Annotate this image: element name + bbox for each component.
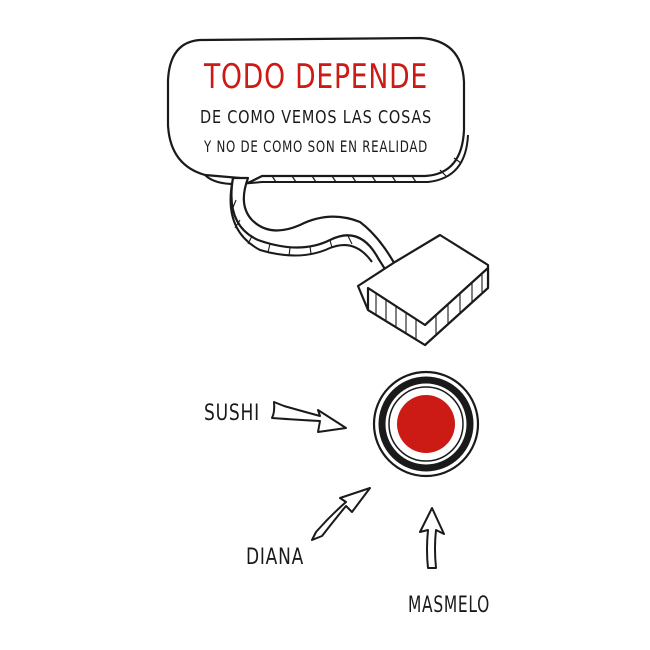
bubble-line-2: Y NO DE COMO SON EN REALIDAD: [203, 137, 428, 156]
label-diana: DIANA: [246, 545, 304, 570]
sushi-arrow: [271, 401, 347, 433]
masmelo-arrow: [419, 507, 445, 569]
bubble-headline: TODO DEPENDE: [203, 57, 428, 97]
big-ribbon-arrow: [229, 176, 490, 347]
label-masmelo: MASMELO: [408, 593, 490, 618]
bubble-line-1: DE COMO VEMOS LAS COSAS: [200, 107, 432, 128]
target-circle: [372, 370, 480, 478]
label-sushi: SUSHI: [204, 401, 260, 426]
diana-arrow: [311, 487, 371, 541]
